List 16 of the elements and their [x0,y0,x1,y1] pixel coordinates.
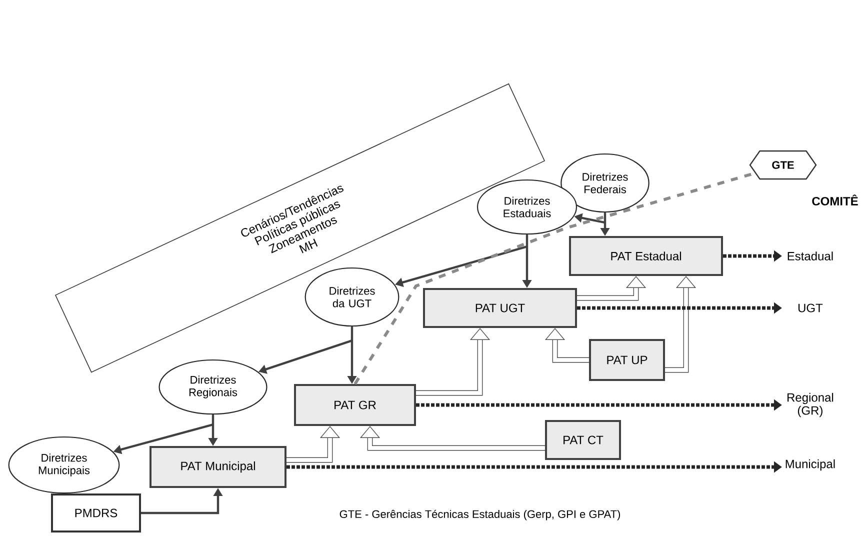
source-box: PMDRS [51,494,141,532]
level-label: UGT [798,304,823,312]
plan-box: PAT Municipal [150,446,286,488]
hexagon-box: GTE [749,150,817,180]
arrow [360,426,545,451]
arrow [544,328,589,363]
plan-box: PAT UGT [423,288,577,328]
level-label: Municipal [786,459,835,471]
plan-box: PAT Estadual [569,236,723,276]
plan-box: PAT GR [294,384,416,426]
plan-box: PAT UP [589,339,665,381]
heading-label: COMITÊ [812,194,858,206]
footnote-text: GTE - Gerências Técnicas Estaduais (Gerp, GPI e GPAT) [340,510,620,520]
level-label: Regional (GR) [788,392,834,418]
plan-box: PAT CT [545,420,621,460]
level-label: Estadual [788,252,833,260]
